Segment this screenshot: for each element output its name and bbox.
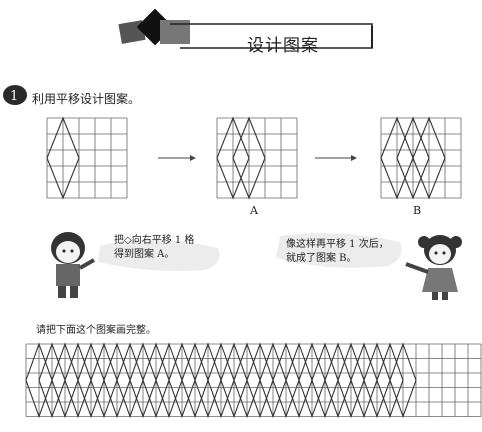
girl-speech-line-2: 就成了图案 B。 <box>286 253 357 264</box>
rhombus-shape <box>233 342 261 419</box>
rhombus-shape <box>116 342 144 419</box>
rhombus-shape <box>285 342 313 419</box>
rhombus-shape <box>168 342 196 419</box>
rhombus-shape <box>64 342 92 419</box>
rhombus-shape <box>129 342 157 419</box>
boy-speech-bubble: 把◇向右平移 1 格 得到图案 A。 <box>114 234 194 262</box>
grid-original <box>46 116 128 200</box>
boy-speech-line-1: 把◇向右平移 1 格 <box>114 235 195 246</box>
rhombus-shape <box>337 342 365 419</box>
rhombus-shape <box>412 116 446 200</box>
rhombus-shape <box>380 116 414 200</box>
rhombus-shape <box>207 342 235 419</box>
rhombus-shape <box>77 342 105 419</box>
rhombus-shape <box>324 342 352 419</box>
rhombus-shape <box>246 342 274 419</box>
rhombus-shape <box>194 342 222 419</box>
rhombus-shape <box>51 342 79 419</box>
girl-speech-bubble: 像这样再平移 1 次后， 就成了图案 B。 <box>286 238 389 266</box>
header-decoration <box>118 8 373 49</box>
rhombus-shape <box>311 342 339 419</box>
rhombus-shape <box>272 342 300 419</box>
rhombus-shape <box>298 342 326 419</box>
rhombus-shape <box>363 342 391 419</box>
rhombus-shape <box>181 342 209 419</box>
label-b: B <box>413 204 422 217</box>
boy-speech-line-2: 得到图案 A。 <box>114 249 175 260</box>
rhombus-shape <box>389 342 417 419</box>
task-text: 请把下面这个图案画完整。 <box>36 325 156 336</box>
grid-task <box>25 342 482 419</box>
boy-illustration <box>51 232 220 298</box>
rhombus-shape <box>155 342 183 419</box>
arrow-right-2 <box>315 155 357 161</box>
page-title: 设计图案 <box>247 36 319 56</box>
arrow-right-1 <box>158 155 196 161</box>
rhombus-shape <box>46 116 80 200</box>
rhombus-shape <box>25 342 53 419</box>
rhombus-shape <box>220 342 248 419</box>
rhombus-shape <box>103 342 131 419</box>
rhombus-shape <box>396 116 430 200</box>
svg-text:1: 1 <box>10 89 18 104</box>
rhombus-shape <box>142 342 170 419</box>
rhombus-shape <box>90 342 118 419</box>
girl-speech-line-1: 像这样再平移 1 次后， <box>286 239 389 250</box>
rhombus-shape <box>259 342 287 419</box>
rhombus-shape <box>216 116 250 200</box>
question-number-icon: 1 <box>3 85 27 105</box>
label-a: A <box>250 204 258 217</box>
girl-illustration <box>276 233 462 300</box>
question-text: 利用平移设计图案。 <box>32 92 141 106</box>
rhombus-shape <box>38 342 66 419</box>
rhombus-shape <box>350 342 378 419</box>
rhombus-shape <box>232 116 266 200</box>
grid-pattern-a <box>216 116 298 200</box>
grid-pattern-b <box>380 116 462 200</box>
rhombus-shape <box>376 342 404 419</box>
